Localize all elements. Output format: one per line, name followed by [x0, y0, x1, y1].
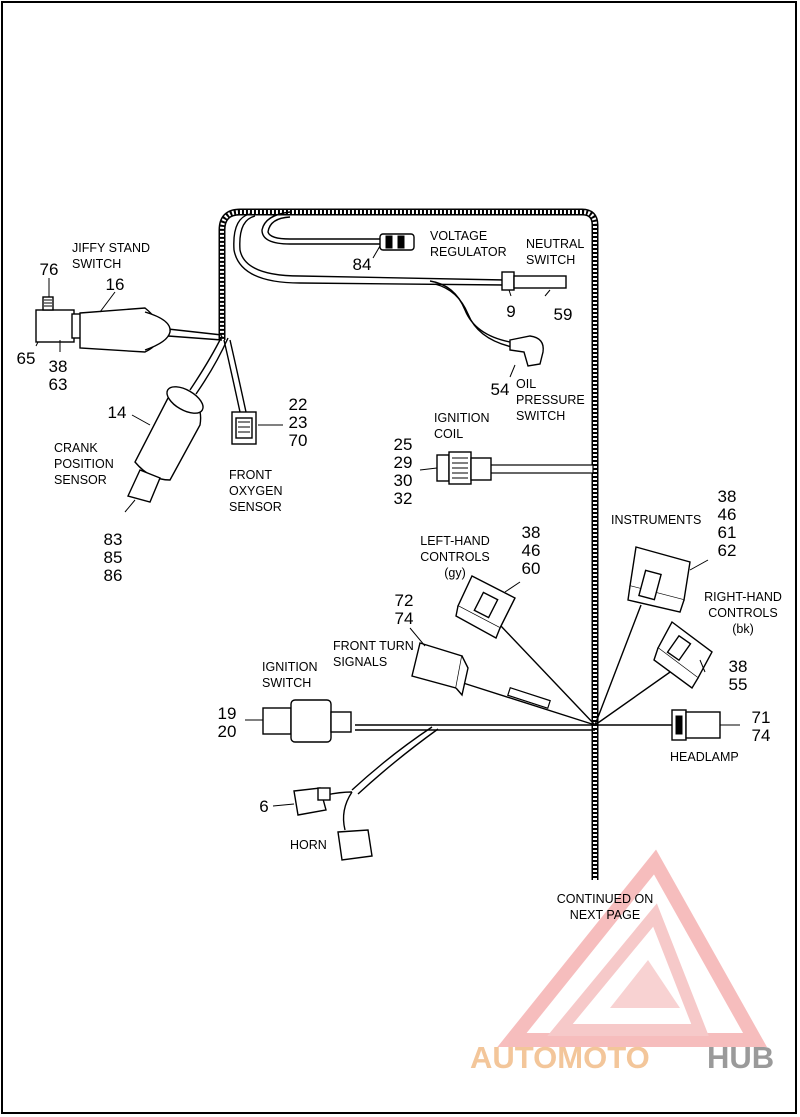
headlamp-connector — [671, 709, 721, 741]
neutral-switch-wire — [233, 213, 506, 286]
ignition-coil-connector — [436, 451, 492, 485]
watermark-part1: AUTOMOTO — [470, 1040, 650, 1075]
jiffy-stand-wire — [167, 328, 223, 341]
callout-horn: 6 — [259, 797, 268, 816]
callout-voltage: 84 — [353, 255, 372, 274]
crank-position-sensor — [127, 386, 204, 503]
front-turn-signals-connector — [411, 642, 469, 697]
ignition-switch — [262, 699, 352, 743]
jiffy-stand-switch — [35, 296, 171, 353]
callout-jiffy-top: 76 — [40, 260, 59, 279]
callout-crank-main: 14 — [108, 403, 127, 422]
neutral-switch — [501, 271, 567, 291]
headlamp-label: HEADLAMP — [670, 750, 739, 764]
instruments-connector — [627, 546, 691, 613]
oil-pressure-wire — [429, 280, 513, 348]
oxygen-sensor-wire — [223, 339, 247, 413]
turn-signal-sleeve — [507, 686, 551, 710]
watermark-text: AUTOMOTO HUB — [470, 1040, 774, 1075]
main-harness-trunk — [218, 208, 599, 880]
crank-sensor-wire — [189, 335, 229, 395]
voltage-regulator-connector — [379, 233, 415, 251]
front-oxygen-sensor-connector — [231, 411, 257, 445]
instruments-label: INSTRUMENTS — [611, 513, 701, 527]
watermark-part2: HUB — [707, 1040, 774, 1075]
ignition-coil-wire — [489, 464, 594, 474]
horn — [293, 787, 373, 861]
watermark-logo — [497, 849, 767, 1047]
callout-neutral-b: 59 — [554, 305, 573, 324]
callout-jiffy-left: 65 — [17, 349, 36, 368]
callout-neutral-a: 9 — [506, 302, 515, 321]
callout-jiffy-main: 16 — [106, 275, 125, 294]
callout-oil: 54 — [491, 380, 510, 399]
horn-wire — [325, 726, 439, 831]
voltage-regulator-wire — [261, 211, 380, 245]
oil-pressure-switch — [509, 335, 544, 367]
left-hand-controls-connector — [455, 575, 516, 639]
horn-label: HORN — [290, 838, 327, 852]
leader-lines — [35, 245, 740, 807]
right-hand-controls-connector — [653, 620, 713, 690]
